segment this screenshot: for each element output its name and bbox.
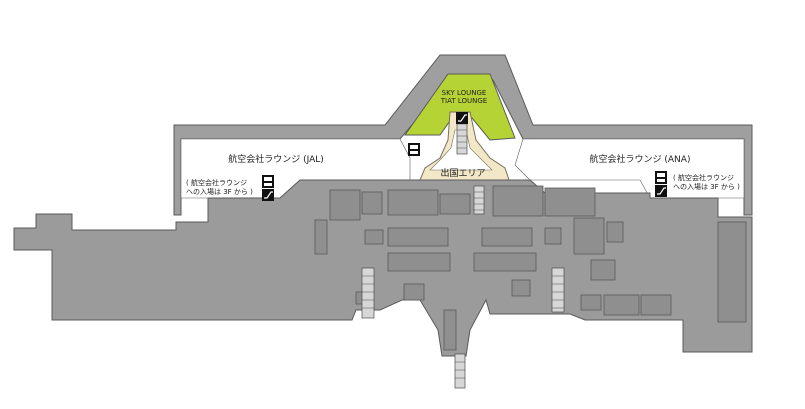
ana-lounge-area <box>514 138 745 199</box>
jal-lounge-label: 航空会社ラウンジ (JAL) <box>228 153 324 165</box>
tiat-lounge-label: TIAT LOUNGE <box>440 97 487 105</box>
left-note-line2: への入場は 3F から ) <box>186 187 253 196</box>
elevator-icon <box>655 171 667 184</box>
sky-lounge-area[interactable] <box>404 73 516 141</box>
escalator-icon <box>262 189 274 201</box>
right-note-line2: への入場は 3F から ) <box>673 182 740 191</box>
left-note-line1: ( 航空会社ラウンジ <box>186 178 247 187</box>
elevator-icon <box>262 175 274 188</box>
escalator-icon <box>655 185 667 197</box>
main-building[interactable] <box>13 179 753 357</box>
departure-area-label: 出国エリア <box>440 167 485 179</box>
ana-lounge-label: 航空会社ラウンジ (ANA) <box>590 153 691 165</box>
sky-lounge-label: SKY LOUNGE <box>442 89 487 97</box>
elevator-icon <box>408 143 420 156</box>
escalator-icon <box>456 112 468 124</box>
right-note-line1: ( 航空会社ラウンジ <box>673 173 734 182</box>
interior-blocks <box>314 185 747 351</box>
